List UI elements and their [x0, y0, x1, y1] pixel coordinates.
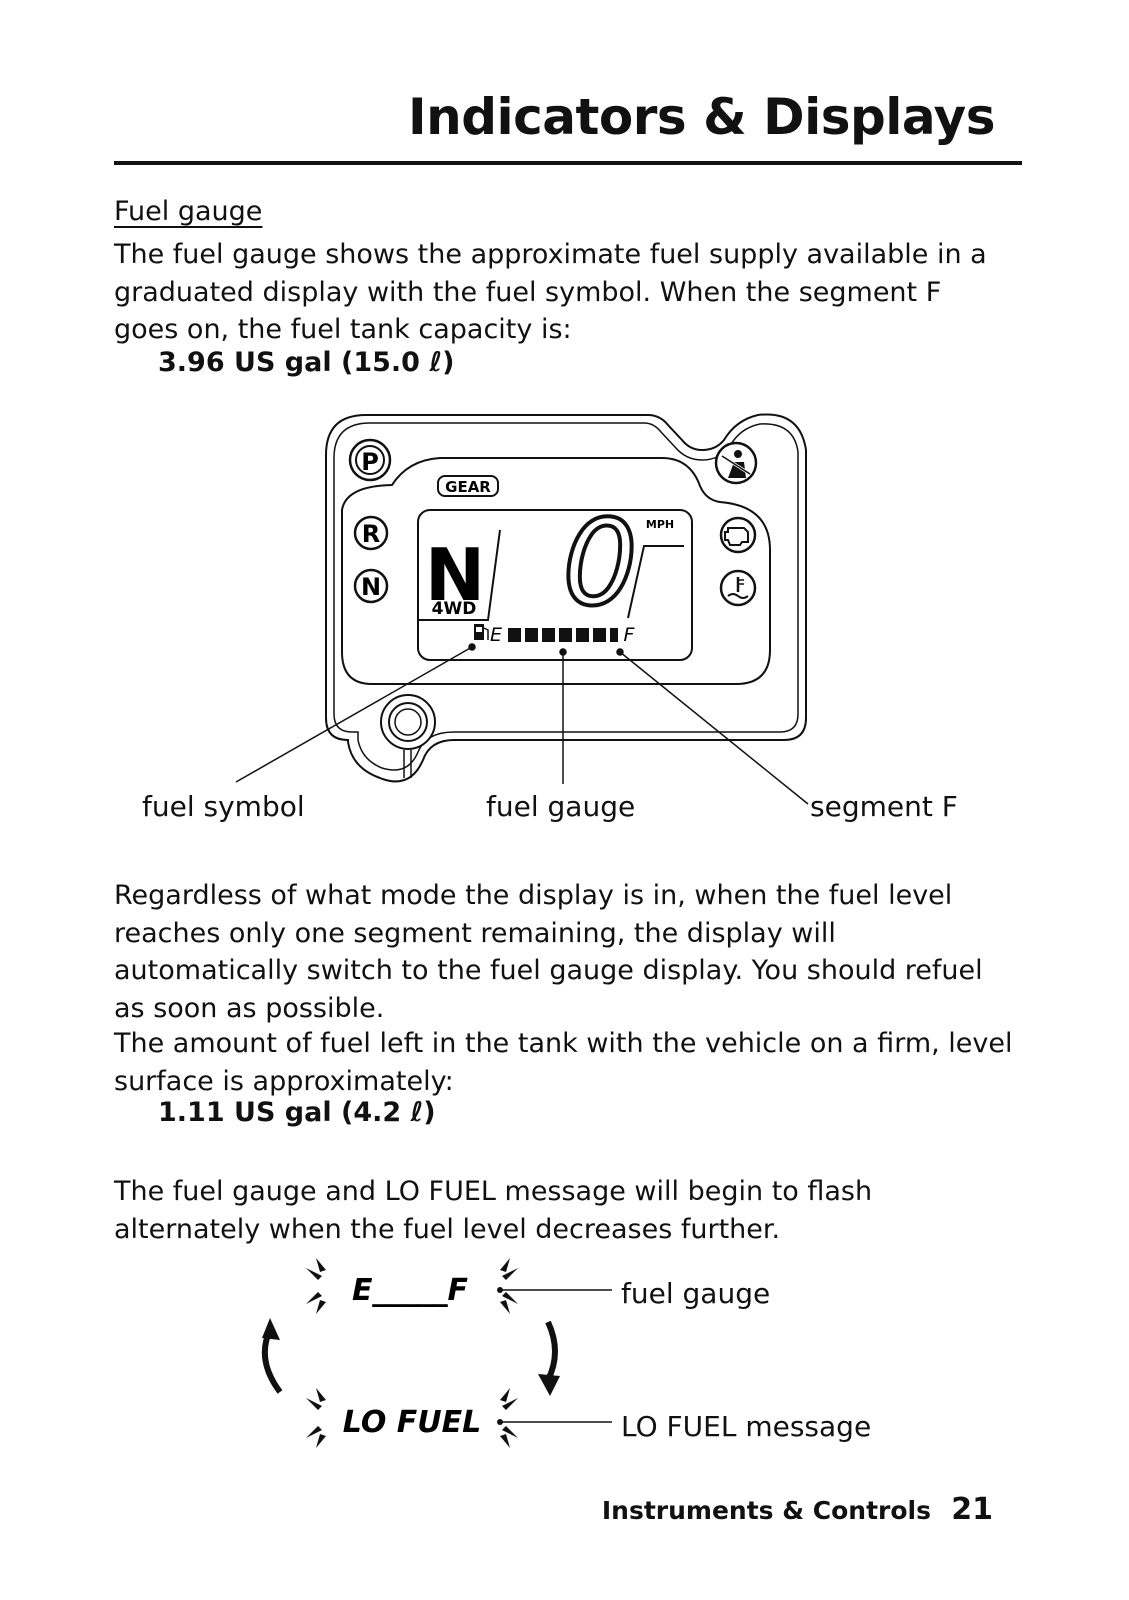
- reverse-indicator-icon: R: [353, 515, 389, 551]
- lcd-gauge-full-mark: F: [624, 624, 636, 646]
- speed-unit: MPH: [646, 518, 674, 531]
- coolant-temp-indicator-icon: [719, 569, 757, 607]
- footer-section-name: Instruments & Controls: [601, 1496, 931, 1525]
- callout-lo-fuel-message: LO FUEL message: [621, 1410, 872, 1443]
- svg-text:R: R: [362, 520, 380, 548]
- callout-fuel-symbol: fuel symbol: [142, 790, 305, 823]
- page-title: Indicators & Displays: [408, 88, 996, 146]
- lcd-fuel-pump-icon: [474, 624, 489, 640]
- svg-text:N: N: [361, 573, 381, 601]
- park-indicator-icon: P: [348, 438, 392, 482]
- neutral-indicator-icon: N: [353, 568, 389, 604]
- gear-window-outline: [418, 529, 501, 621]
- drive-mode-4wd: 4WD: [432, 599, 477, 619]
- paragraph-auto-switch: Regardless of what mode the display is i…: [114, 880, 983, 1024]
- title-rule: [114, 161, 1022, 165]
- panel-housing-inner-rim: [333, 422, 799, 771]
- callout-leaders: [235, 643, 809, 805]
- paragraph-fuel-gauge-intro: The fuel gauge shows the approximate fue…: [114, 239, 987, 345]
- seatbelt-indicator-icon: [714, 441, 758, 485]
- section-heading: Fuel gauge: [114, 196, 263, 227]
- lofuel-flash-ticks: [306, 1388, 518, 1448]
- paragraph-remaining-fuel: The amount of fuel left in the tank with…: [114, 1028, 1013, 1097]
- lcd-screen: [417, 509, 693, 661]
- svg-text:P: P: [361, 448, 379, 476]
- engine-check-indicator-icon: [719, 516, 757, 554]
- callout-flash-fuel-gauge: fuel gauge: [621, 1277, 771, 1310]
- flash-lofuel-display: LO FUEL: [343, 1405, 481, 1440]
- gear-badge: [437, 475, 499, 497]
- cycle-arrow-right-icon: [538, 1320, 560, 1396]
- mode-button-center: [394, 708, 422, 736]
- gauge-flash-ticks: [306, 1258, 518, 1314]
- flash-gauge-display: E_____F: [352, 1273, 468, 1308]
- speed-value: 0: [562, 494, 637, 632]
- reserve-fuel-spec: 1.11 US gal (4.2 ℓ): [158, 1097, 436, 1128]
- lcd-gauge-empty-mark: E: [490, 624, 502, 646]
- gear-value: N: [425, 533, 485, 617]
- paragraph-lo-fuel-flash: The fuel gauge and LO FUEL message will …: [114, 1176, 873, 1245]
- callout-fuel-gauge: fuel gauge: [486, 790, 636, 823]
- cycle-arrow-left-icon: [261, 1318, 283, 1394]
- callout-segment-f: segment F: [810, 790, 958, 823]
- page-number: 21: [951, 1492, 993, 1527]
- lcd-fuel-segments: [508, 628, 618, 642]
- speed-window-outline: [627, 545, 684, 619]
- gear-badge-label: GEAR: [445, 478, 491, 496]
- tank-capacity-spec: 3.96 US gal (15.0 ℓ): [158, 347, 455, 378]
